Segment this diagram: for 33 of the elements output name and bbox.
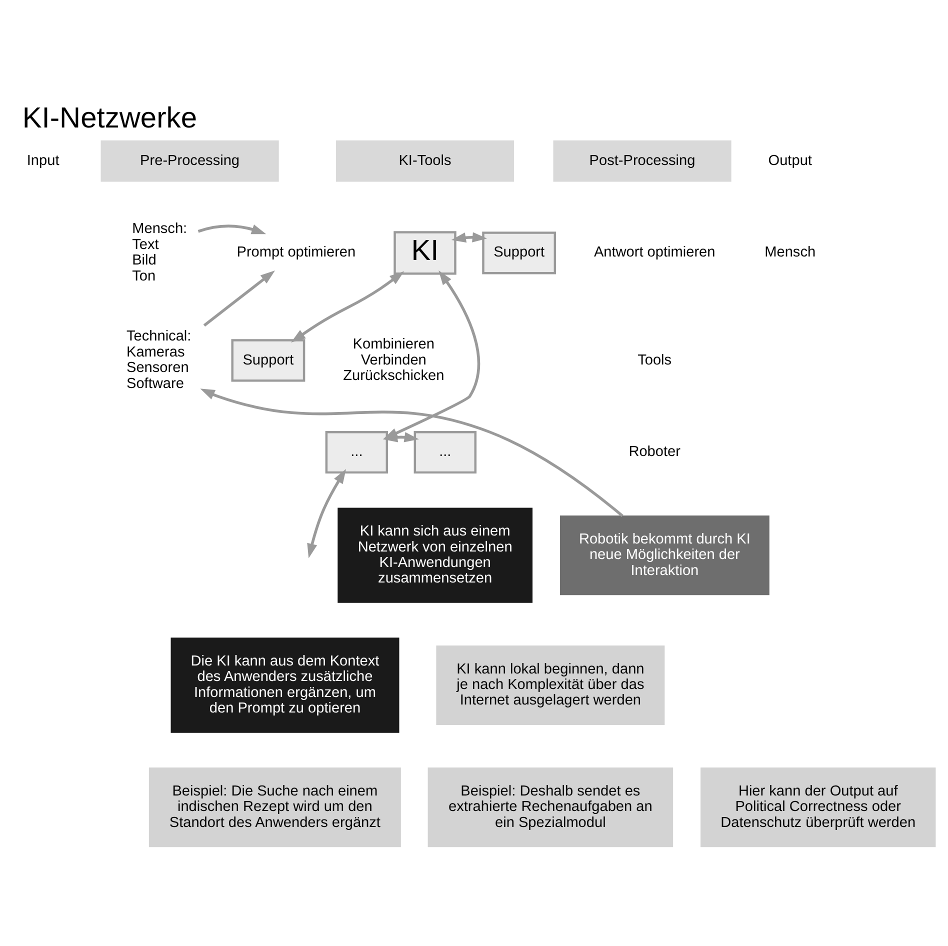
node-text: Mensch: Text Bild Ton <box>132 221 188 284</box>
label: Input <box>26 152 60 169</box>
node-box: Hier kann der Output auf Political Correctness oder Datenschutz überprüft werden <box>700 768 936 848</box>
node-box: KI kann lokal beginnen, dann je nach Komplexität über das Internet ausgelagert werden <box>436 645 665 725</box>
arrow <box>307 469 346 558</box>
node-box: KI-Tools <box>336 140 514 182</box>
node-text: Technical: Kameras Sensoren Software <box>126 328 192 392</box>
node-box: ... <box>325 431 388 474</box>
arrow <box>382 432 419 442</box>
arrow <box>203 270 275 327</box>
node-box: KI <box>394 231 456 275</box>
node-box: Post-Processing <box>553 140 732 182</box>
label: Output <box>768 152 812 169</box>
node-box: Robotik bekommt durch KI neue Möglichkeiten der Interaktion <box>560 516 770 596</box>
node-box: Pre-Processing <box>100 140 279 182</box>
label: Kombinieren Verbinden Zurückschicken <box>343 336 444 384</box>
arrow <box>291 271 404 343</box>
node-box: ... <box>414 431 477 474</box>
node-box: Beispiel: Deshalb sendet es extrahierte Rechenaufgaben an ein Spezialmodul <box>428 768 674 848</box>
arrow <box>200 388 624 517</box>
node-box: Support <box>231 339 306 382</box>
node-box: Die KI kann aus dem Kontext des Anwenders zusätzliche Informationen ergänzen, um den Prompt zu optieren <box>170 638 400 733</box>
node-box: KI kann sich aus einem Netzwerk von einzelnen KI-Anwendungen zusammensetzen <box>338 508 533 603</box>
node-text: Prompt optimieren <box>236 244 356 261</box>
label: Roboter <box>628 444 680 460</box>
label: Tools <box>638 352 672 368</box>
diagram-title: KI-Netzwerke <box>22 102 198 134</box>
arrow <box>198 224 266 234</box>
label: Mensch <box>764 244 816 261</box>
node-box: Beispiel: Die Suche nach einem indischen Rezept wird um den Standort des Anwenders ergänzt <box>148 768 401 848</box>
arrow <box>451 232 488 243</box>
label: Antwort optimieren <box>594 244 716 261</box>
node-box: Support <box>482 232 556 274</box>
